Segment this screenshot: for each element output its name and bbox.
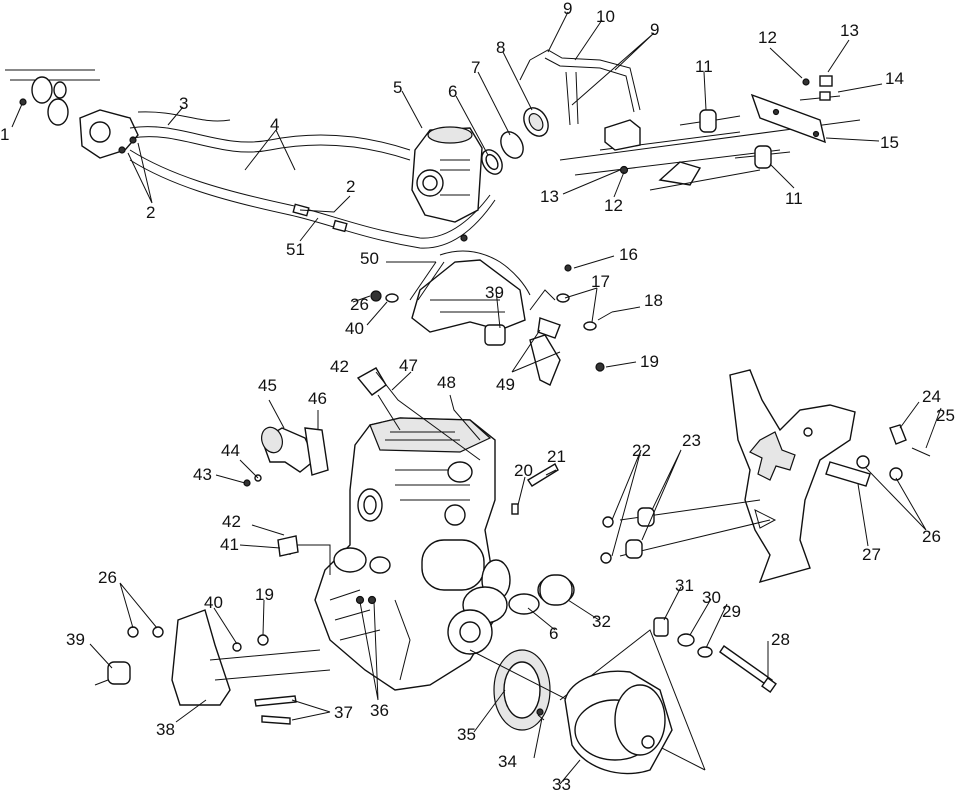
callout-30: 30	[702, 588, 721, 607]
callout-13: 13	[540, 187, 559, 206]
callout-50: 50	[360, 249, 379, 268]
callout-6: 6	[549, 624, 558, 643]
callout-27: 27	[862, 545, 881, 564]
callout-42: 42	[330, 357, 349, 376]
callout-15: 15	[880, 133, 899, 152]
impulse-fittings	[277, 367, 559, 557]
callout-19: 19	[255, 585, 274, 604]
callout-2: 2	[346, 177, 355, 196]
callout-10: 10	[596, 7, 615, 26]
callout-7: 7	[471, 58, 480, 77]
callout-6: 6	[448, 82, 457, 101]
callout-46: 46	[308, 389, 327, 408]
callout-36: 36	[370, 701, 389, 720]
callout-1: 1	[0, 125, 9, 144]
callout-31: 31	[675, 576, 694, 595]
callout-5: 5	[393, 78, 402, 97]
callout-40: 40	[204, 593, 223, 612]
callout-18: 18	[644, 291, 663, 310]
callout-2: 2	[146, 203, 155, 222]
engine-block	[289, 417, 511, 691]
upper-mount-bracket	[559, 75, 861, 191]
muffler-shield	[370, 250, 531, 346]
callout-51: 51	[286, 240, 305, 259]
vent-lines	[519, 49, 641, 126]
callout-4: 4	[270, 115, 279, 134]
rear-mount-bracket	[94, 609, 331, 725]
callout-28: 28	[771, 630, 790, 649]
fuel-pump-group	[5, 69, 139, 159]
callout-40: 40	[345, 319, 364, 338]
callout-38: 38	[156, 720, 175, 739]
callout-16: 16	[619, 245, 638, 264]
callout-43: 43	[193, 465, 212, 484]
callout-12: 12	[604, 196, 623, 215]
callout-44: 44	[221, 441, 240, 460]
callout-17: 17	[591, 272, 610, 291]
exhaust-manifold	[243, 426, 329, 487]
clutch-bolt-set	[653, 617, 777, 693]
callout-42: 42	[222, 512, 241, 531]
callout-26: 26	[922, 527, 941, 546]
carb-clamps-boots	[481, 107, 549, 175]
callout-14: 14	[885, 69, 904, 88]
callout-26: 26	[350, 295, 369, 314]
callout-45: 45	[258, 376, 277, 395]
drive-clutch	[469, 574, 706, 775]
shock-bracket	[529, 264, 613, 386]
engine-mount-plate	[729, 369, 931, 584]
carburetor	[411, 126, 483, 242]
callout-34: 34	[498, 752, 517, 771]
callout-32: 32	[592, 612, 611, 631]
callout-35: 35	[457, 725, 476, 744]
callout-13: 13	[840, 21, 859, 40]
callout-41: 41	[220, 535, 239, 554]
callout-29: 29	[722, 602, 741, 621]
callout-39: 39	[485, 283, 504, 302]
callout-39: 39	[66, 630, 85, 649]
callout-26: 26	[98, 568, 117, 587]
callout-8: 8	[496, 38, 505, 57]
callout-3: 3	[179, 94, 188, 113]
callout-9: 9	[650, 20, 659, 39]
callout-11: 11	[695, 57, 713, 76]
callout-12: 12	[758, 28, 777, 47]
callout-49: 49	[496, 375, 515, 394]
fuel-lines	[129, 111, 496, 249]
callout-25: 25	[936, 406, 955, 425]
callout-24: 24	[922, 387, 941, 406]
callout-19: 19	[640, 352, 659, 371]
leader-lines	[11, 11, 942, 785]
callout-22: 22	[632, 441, 651, 460]
callout-48: 48	[437, 373, 456, 392]
callout-11: 11	[785, 189, 803, 208]
callout-37: 37	[334, 703, 353, 722]
front-mount-bolts	[600, 499, 777, 564]
callout-47: 47	[399, 356, 418, 375]
callout-9: 9	[563, 0, 572, 18]
callout-33: 33	[552, 775, 571, 792]
callout-20: 20	[514, 461, 533, 480]
callout-23: 23	[682, 431, 701, 450]
callout-21: 21	[547, 447, 566, 466]
